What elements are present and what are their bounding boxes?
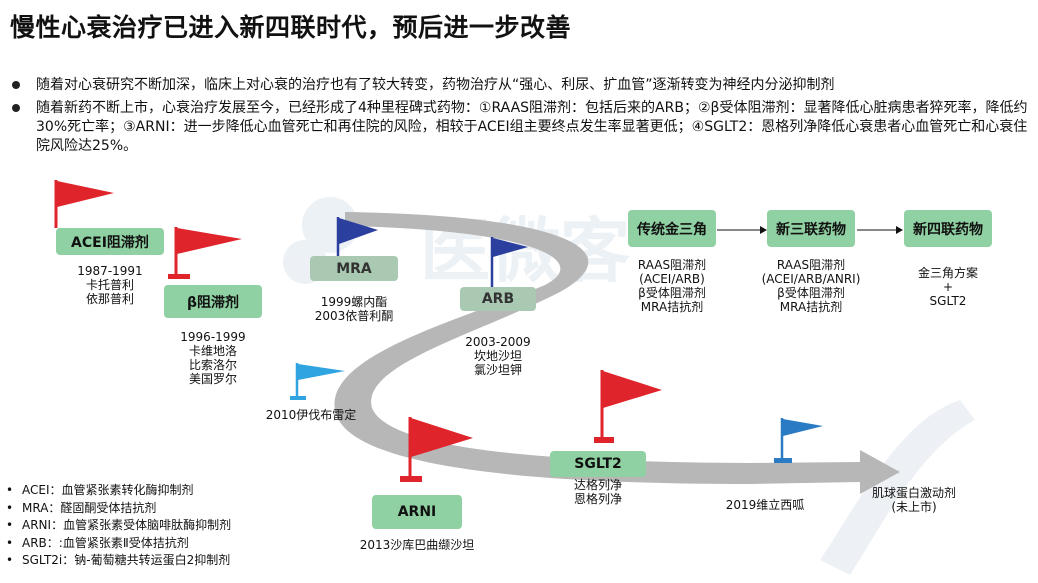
milestone-veri-note: 2019维立西呱	[725, 498, 805, 512]
milestone-arni-box: ARNI	[372, 495, 462, 529]
bullet-list: 随着对心衰研究不断加深，临床上对心衰的治疗也有了较大转变，药物治疗从“强心、利尿…	[10, 76, 1032, 160]
timeline-arrow	[334, 212, 900, 494]
milestone-ivab-note: 2010伊伐布雷定	[265, 408, 357, 422]
legend-item: ACEI：血管紧张素转化酶抑制剂	[6, 482, 231, 500]
flag-veri-icon	[774, 418, 823, 463]
milestone-arni-note: 2013沙库巴曲缬沙坦	[359, 538, 475, 552]
bullet-dot-icon	[12, 104, 20, 112]
legend-item: ARNI：血管紧张素受体脑啡肽酶抑制剂	[6, 517, 231, 535]
flag-arb-icon	[490, 237, 528, 288]
bullet-item: 随着新药不断上市，心衰治疗发展至今，已经形成了4种里程碑式药物：①RAAS阻滞剂…	[10, 99, 1032, 156]
bullet-text: 随着对心衰研究不断加深，临床上对心衰的治疗也有了较大转变，药物治疗从“强心、利尿…	[36, 77, 835, 93]
era-note-quadruple: 金三角方案+SGLT2	[917, 266, 978, 308]
milestone-sglt2-box: SGLT2	[550, 451, 646, 477]
flag-mra-icon	[336, 217, 378, 258]
legend-item: SGLT2i：钠-葡萄糖共转运蛋白2抑制剂	[6, 552, 231, 570]
legend-item: MRA：醛固酮受体拮抗剂	[6, 500, 231, 518]
era-box-quadruple: 新四联药物	[904, 210, 992, 247]
flag-arni-icon	[400, 417, 473, 482]
bullet-text: 随着新药不断上市，心衰治疗发展至今，已经形成了4种里程碑式药物：①RAAS阻滞剂…	[36, 100, 1028, 154]
legend-item: ARB：:血管紧张素Ⅱ受体拮抗剂	[6, 535, 231, 553]
milestone-acei-box: ACEI阻滞剂	[56, 228, 164, 255]
bullet-dot-icon	[12, 81, 20, 89]
page-title: 慢性心衰治疗已进入新四联时代，预后进一步改善	[10, 13, 572, 42]
era-box-traditional: 传统金三角	[628, 210, 716, 247]
milestone-mra-box: MRA	[310, 256, 398, 281]
milestone-omec-note: 肌球蛋白激动剂(未上市)	[871, 486, 956, 514]
flag-beta-icon	[168, 227, 242, 279]
milestone-beta-box: β阻滞剂	[164, 285, 262, 318]
era-box-triple: 新三联药物	[767, 210, 855, 247]
flag-sglt2-icon	[594, 370, 662, 443]
flag-acei-icon	[54, 180, 114, 228]
era-arrow-1	[717, 226, 767, 234]
milestone-arb-box: ARB	[460, 287, 536, 311]
bullet-item: 随着对心衰研究不断加深，临床上对心衰的治疗也有了较大转变，药物治疗从“强心、利尿…	[10, 76, 1032, 95]
era-arrow-2	[857, 226, 903, 234]
milestone-sglt2-note: 达格列净恩格列净	[573, 478, 622, 506]
abbreviation-legend: ACEI：血管紧张素转化酶抑制剂 MRA：醛固酮受体拮抗剂 ARNI：血管紧张素…	[6, 482, 231, 570]
flag-ivab-icon	[290, 363, 345, 400]
